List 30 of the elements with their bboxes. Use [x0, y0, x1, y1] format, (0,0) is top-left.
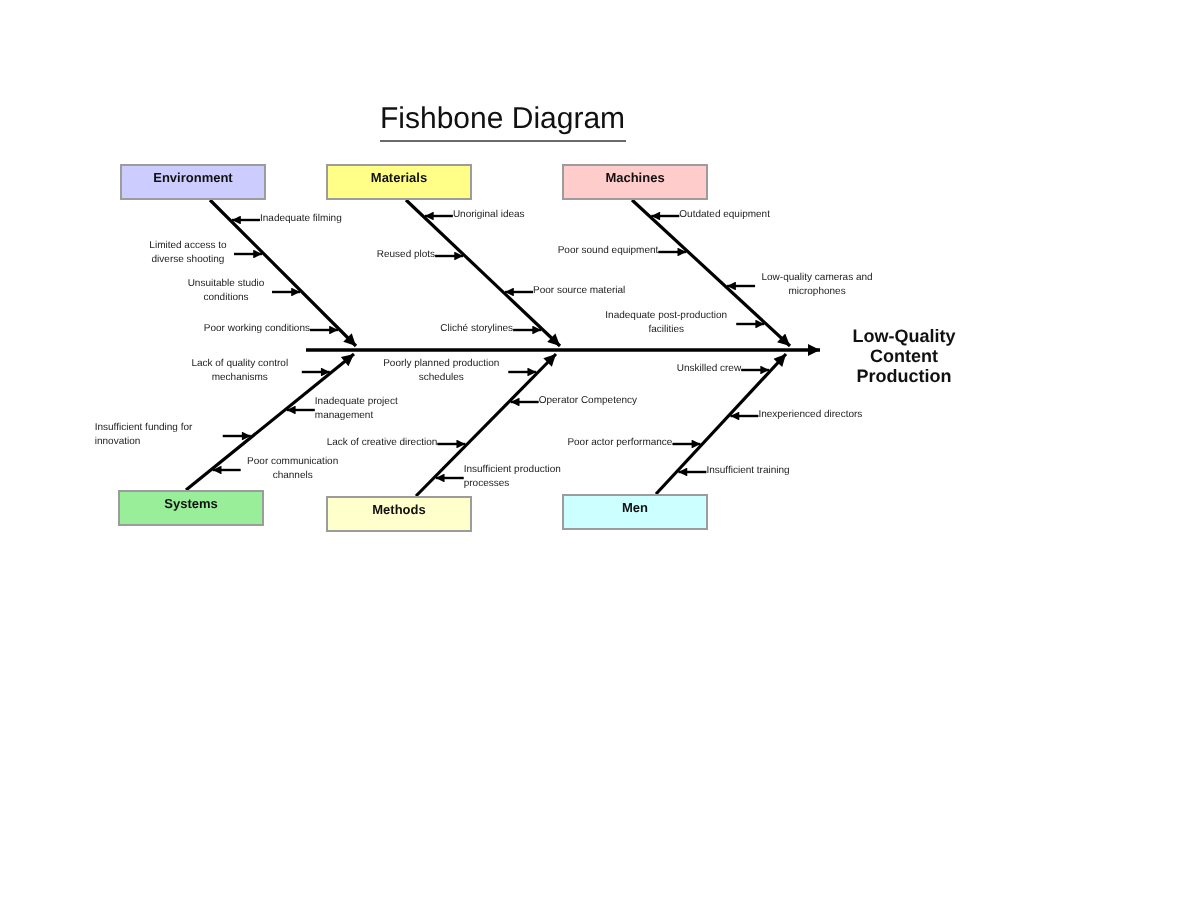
diagram-title: Fishbone Diagram — [380, 102, 626, 142]
cause-arrow — [505, 287, 534, 297]
cause-arrow — [727, 281, 756, 291]
cause-arrow — [234, 249, 262, 259]
cause-arrow — [424, 211, 453, 221]
cause-arrow — [741, 365, 770, 375]
cause-arrow — [212, 465, 241, 475]
bone-arrow — [630, 198, 792, 348]
cause-arrow — [510, 397, 539, 407]
bone-arrow — [414, 352, 558, 498]
cause-arrow — [730, 411, 759, 421]
effect-text: Low-Quality Content Production — [820, 326, 988, 386]
cause-arrow — [272, 287, 300, 297]
cause-arrow — [678, 467, 707, 477]
cause-arrow — [435, 251, 464, 261]
cause-arrow — [286, 405, 315, 415]
bone-arrow — [404, 198, 562, 348]
cause-arrow — [301, 367, 330, 377]
cause-arrow — [672, 439, 701, 449]
bone-arrow — [654, 352, 788, 496]
cause-arrow — [736, 319, 765, 329]
cause-arrow — [437, 439, 466, 449]
cause-arrow — [658, 247, 687, 257]
cause-arrow — [310, 325, 338, 335]
cause-arrow — [513, 325, 542, 335]
cause-arrow — [508, 367, 537, 377]
bone-arrow — [185, 352, 355, 492]
cause-arrow — [435, 473, 464, 483]
cause-arrow — [222, 431, 251, 441]
cause-arrow — [651, 211, 680, 221]
